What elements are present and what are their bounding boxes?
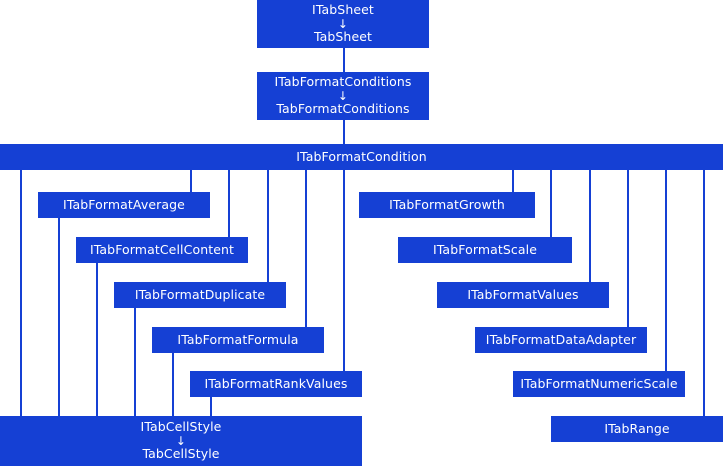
node-interface-label: ITabCellStyle: [140, 419, 222, 435]
connector-condition-to-rankvalues-right: [343, 170, 345, 371]
node-interface-label: ITabFormatNumericScale: [520, 375, 678, 391]
node-interface-label: ITabFormatGrowth: [389, 196, 505, 212]
connector-condition-to-duplicate-right: [267, 170, 269, 282]
node-interface-label: ITabSheet: [312, 2, 374, 18]
connector-condition-to-growth-right: [512, 170, 514, 192]
node-interface-label: ITabFormatCellContent: [89, 241, 235, 257]
node-implementation-label: TabSheet: [313, 29, 373, 44]
node-interface-label: ITabFormatAverage: [63, 196, 185, 212]
node-tabformatscale[interactable]: ITabFormatScale: [398, 237, 572, 263]
connector-condition-to-scale-right: [550, 170, 552, 237]
node-interface-label: ITabFormatCondition: [296, 148, 427, 164]
connector-condition-to-dataadapter-right: [627, 170, 629, 327]
node-tabformatnumericscale[interactable]: ITabFormatNumericScale: [513, 371, 685, 397]
node-tabformatconditions[interactable]: ITabFormatConditions↓TabFormatConditions: [257, 72, 429, 120]
connector-conditions-to-condition: [343, 120, 345, 144]
down-arrow-icon: ↓: [337, 17, 349, 31]
node-tabformatvalues[interactable]: ITabFormatValues: [437, 282, 609, 308]
connector-cellcontent-down: [96, 263, 98, 416]
connector-duplicate-down: [134, 308, 136, 416]
down-arrow-icon: ↓: [337, 89, 349, 103]
node-tabformatformula[interactable]: ITabFormatFormula: [152, 327, 324, 353]
connector-condition-to-average-left: [20, 170, 22, 416]
node-interface-label: ITabRange: [604, 420, 670, 436]
node-tabformataverage[interactable]: ITabFormatAverage: [38, 192, 210, 218]
node-interface-label: ITabFormatConditions: [274, 74, 412, 90]
node-tabformatgrowth[interactable]: ITabFormatGrowth: [359, 192, 535, 218]
connector-condition-to-numericscale-right: [665, 170, 667, 371]
connector-condition-to-tabrange-right: [703, 170, 705, 416]
node-interface-label: ITabFormatValues: [467, 286, 579, 302]
node-interface-label: ITabFormatDataAdapter: [485, 331, 637, 347]
node-tabrange[interactable]: ITabRange: [551, 416, 723, 442]
node-tabformatrankvalues[interactable]: ITabFormatRankValues: [190, 371, 362, 397]
connector-rankvalues-down: [210, 397, 212, 416]
node-interface-label: ITabFormatFormula: [177, 331, 299, 347]
connector-tabsheet-to-conditions: [343, 48, 345, 72]
node-interface-label: ITabFormatDuplicate: [134, 286, 266, 302]
node-implementation-label: TabFormatConditions: [276, 101, 410, 116]
node-tabformatduplicate[interactable]: ITabFormatDuplicate: [114, 282, 286, 308]
down-arrow-icon: ↓: [175, 434, 187, 448]
connector-condition-to-average-right: [190, 170, 192, 192]
node-implementation-label: TabCellStyle: [142, 446, 220, 461]
node-tabcellstyle[interactable]: ITabCellStyle↓TabCellStyle: [0, 416, 362, 466]
node-tabsheet[interactable]: ITabSheet↓TabSheet: [257, 0, 429, 48]
node-interface-label: ITabFormatRankValues: [204, 375, 348, 391]
node-tabformatcellcontent[interactable]: ITabFormatCellContent: [76, 237, 248, 263]
node-interface-label: ITabFormatScale: [432, 241, 538, 257]
connector-condition-to-formula-right: [305, 170, 307, 327]
connector-condition-to-values-right: [589, 170, 591, 282]
connector-average-down: [58, 218, 60, 416]
connector-formula-down: [172, 353, 174, 416]
connector-condition-to-cellcontent-right: [228, 170, 230, 237]
node-tabformatcondition[interactable]: ITabFormatCondition: [0, 144, 723, 170]
node-tabformatdataadapter[interactable]: ITabFormatDataAdapter: [475, 327, 647, 353]
